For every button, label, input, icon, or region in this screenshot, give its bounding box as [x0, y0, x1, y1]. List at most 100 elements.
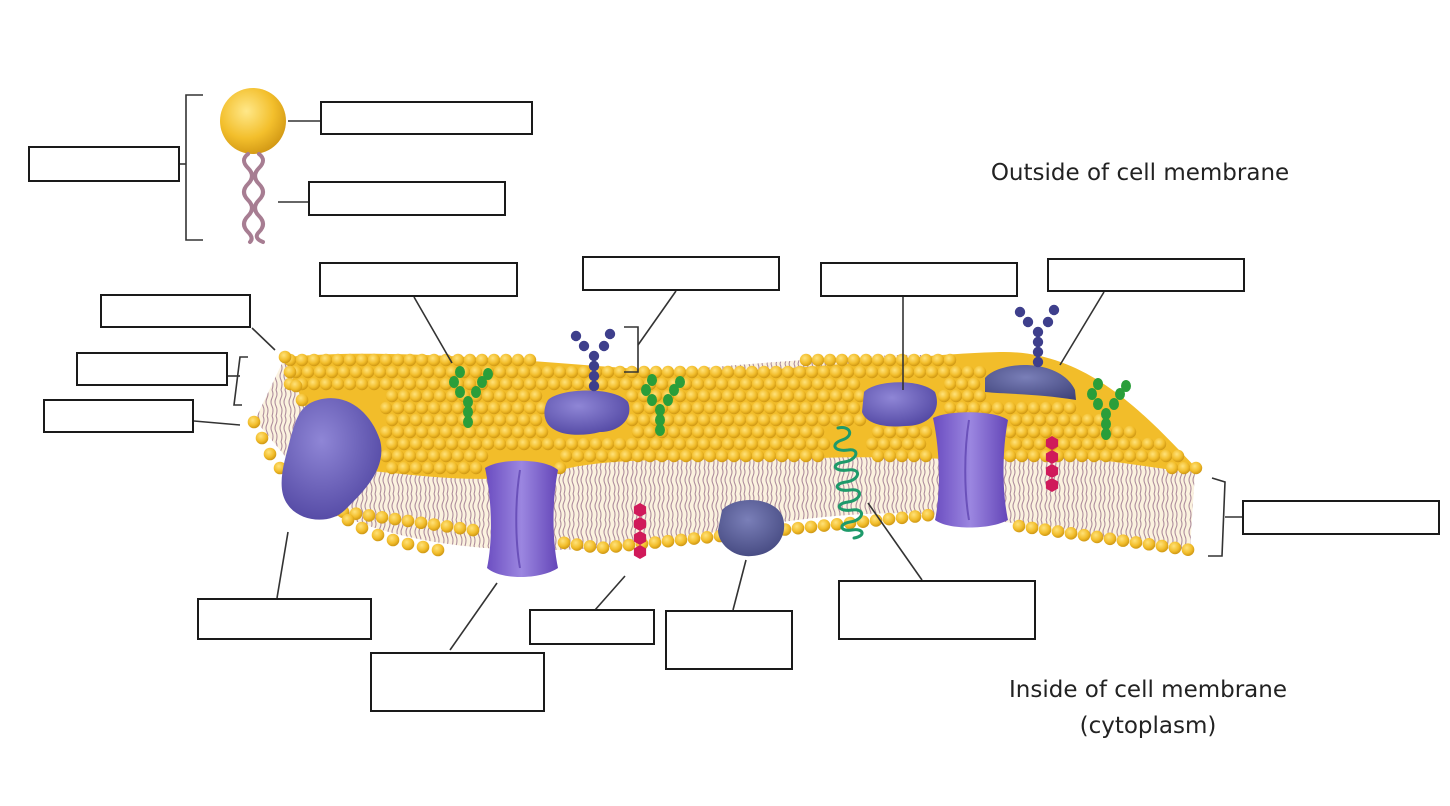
glycan-bead [588, 370, 600, 382]
inner-head-bead [648, 536, 662, 549]
head-bead [403, 425, 417, 439]
head-bead [307, 377, 321, 391]
leader-glycoprotein-dome [1059, 291, 1105, 366]
label-box-glycoprotein-dome[interactable] [1047, 258, 1245, 292]
head-bead [1027, 401, 1041, 415]
head-bead [1075, 425, 1089, 439]
label-box-outer-layer[interactable] [100, 294, 251, 328]
head-bead [775, 401, 789, 415]
head-bead [337, 365, 351, 379]
head-bead [523, 401, 537, 415]
label-box-integral-protein-left[interactable] [197, 598, 372, 640]
head-bead [505, 437, 519, 451]
cholesterol-molecules [633, 436, 1059, 559]
head-bead [679, 401, 693, 415]
label-box-peripheral-protein-inner[interactable] [665, 610, 793, 670]
head-bead [601, 365, 615, 379]
leader-glycan [637, 290, 677, 346]
head-bead [397, 437, 411, 451]
head-bead [703, 425, 717, 439]
head-bead [1093, 437, 1107, 451]
glycan-bead [1014, 306, 1026, 318]
head-bead [787, 401, 801, 415]
head-bead [607, 449, 621, 463]
head-bead [319, 353, 333, 367]
head-bead [781, 437, 795, 451]
head-bead [1099, 449, 1113, 463]
label-box-channel-protein[interactable] [370, 652, 545, 712]
label-box-hydrophobic-tails[interactable] [308, 181, 506, 216]
label-box-phospholipid[interactable] [28, 146, 180, 182]
label-box-bilayer-tails[interactable] [76, 352, 228, 386]
label-box-cholesterol[interactable] [529, 609, 655, 645]
head-bead [673, 365, 687, 379]
glycan-bead [604, 328, 616, 340]
head-bead [943, 377, 957, 391]
glycan-bead [1121, 380, 1131, 392]
head-bead [379, 353, 393, 367]
head-bead [883, 425, 897, 439]
head-bead [733, 389, 747, 403]
head-bead [751, 425, 765, 439]
head-bead [835, 401, 849, 415]
head-bead [661, 365, 675, 379]
glycan-bead [1101, 408, 1111, 420]
head-bead [421, 389, 435, 403]
glycan-bead [1042, 316, 1054, 328]
label-box-glycolipid[interactable] [319, 262, 518, 297]
glycan-bead [588, 360, 600, 372]
head-bead [805, 437, 819, 451]
head-bead [781, 365, 795, 379]
head-bead [649, 437, 663, 451]
head-bead [859, 353, 873, 367]
label-box-alpha-helix-protein[interactable] [838, 580, 1036, 640]
head-bead [733, 437, 747, 451]
head-bead [487, 425, 501, 439]
head-bead [463, 377, 477, 391]
cholesterol-ring [1045, 464, 1059, 478]
head-bead [745, 437, 759, 451]
head-bead [1141, 437, 1155, 451]
head-bead [571, 449, 585, 463]
head-bead [475, 401, 489, 415]
head-bead [895, 449, 909, 463]
label-box-peripheral-protein-top[interactable] [820, 262, 1018, 297]
alpha-helix-protein [833, 426, 864, 540]
glycan-bead [1032, 326, 1044, 338]
edge-head-bead [283, 365, 297, 379]
glycan-bead [1032, 336, 1044, 348]
label-box-membrane-thickness[interactable] [1242, 500, 1440, 535]
head-bead [685, 365, 699, 379]
head-bead [349, 365, 363, 379]
head-bead [823, 353, 837, 367]
head-bead [895, 425, 909, 439]
glycoprotein-dome [985, 365, 1076, 400]
head-bead [535, 377, 549, 391]
label-box-glycoprotein[interactable] [582, 256, 780, 291]
head-bead [793, 389, 807, 403]
head-bead [949, 389, 963, 403]
inner-head-bead [674, 533, 688, 547]
head-bead [1129, 437, 1143, 451]
head-bead [403, 353, 417, 367]
head-bead [529, 365, 543, 379]
glycan-bead [655, 424, 665, 436]
label-box-inner-layer[interactable] [43, 399, 194, 433]
head-bead [1063, 425, 1077, 439]
head-bead [457, 437, 471, 451]
phospholipid-tail-icon-2 [253, 152, 265, 244]
label-box-hydrophilic-head[interactable] [320, 101, 533, 135]
head-bead [541, 437, 555, 451]
head-bead [391, 377, 405, 391]
head-bead [523, 425, 537, 439]
glycan-bead [655, 404, 665, 416]
head-bead [925, 365, 939, 379]
head-bead [1111, 449, 1125, 463]
inner-head-bead [622, 538, 636, 552]
head-bead [757, 413, 771, 427]
edge-head-bead [355, 521, 369, 535]
head-bead [841, 365, 855, 379]
head-bead [817, 437, 831, 451]
head-bead [499, 377, 513, 391]
head-bead [361, 365, 375, 379]
